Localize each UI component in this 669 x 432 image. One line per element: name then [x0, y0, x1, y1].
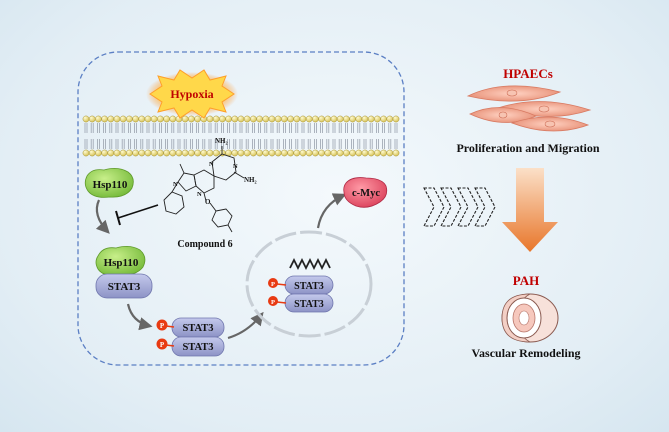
cell-boundary	[77, 51, 405, 366]
svg-text:P: P	[271, 299, 275, 306]
nuclear-stat3-top-label: STAT3	[294, 281, 324, 292]
endothelial-cells	[466, 85, 592, 132]
atom-n2: N	[233, 163, 238, 170]
hypoxia-label: Hypoxia	[170, 87, 213, 101]
phospho-marker	[268, 278, 278, 288]
chevron	[440, 187, 462, 227]
complex-hsp110-label: Hsp110	[104, 257, 139, 269]
chevron	[474, 187, 496, 227]
atom-n1: N	[209, 161, 214, 168]
phospho-stat3-top-label: STAT3	[182, 323, 213, 334]
hpaecs-title: HPAECs	[503, 66, 553, 81]
phospho-marker	[156, 319, 168, 331]
svg-text:P: P	[160, 341, 165, 349]
atom-n4: N	[197, 191, 202, 198]
arrow-hsp110-to-complex	[95, 199, 110, 234]
complex-stat3-label: STAT3	[108, 281, 141, 293]
cmyc-label: c-Myc	[352, 188, 380, 199]
atom-o: O	[205, 198, 211, 206]
pah-title: PAH	[513, 273, 539, 288]
atom-n3: N	[173, 181, 178, 188]
down-arrow	[502, 168, 558, 252]
nuclear-stat3-dimer: STAT3 STAT3 P P	[268, 275, 334, 313]
vascular-remodeling-label: Vascular Remodeling	[471, 346, 580, 360]
svg-text:P: P	[160, 322, 165, 330]
compound-name: Compound 6	[177, 239, 232, 250]
phospho-stat3-bottom-label: STAT3	[182, 342, 213, 353]
hsp110-free-label: Hsp110	[93, 179, 128, 191]
chevron	[423, 187, 445, 227]
atom-nh2-top: NH₂	[215, 137, 228, 145]
phospho-stat3-dimer: STAT3 STAT3 P P	[156, 317, 225, 357]
chevron-arrows	[423, 187, 496, 227]
compound-6-structure	[163, 146, 245, 233]
hypoxia-burst: Hypoxia	[146, 69, 238, 119]
svg-text:P: P	[271, 281, 275, 288]
compound-atom-labels: NH₂ NH₂ N N N N O	[173, 137, 257, 206]
arrow-to-cmyc	[316, 193, 347, 229]
phospho-marker	[156, 338, 168, 350]
cmyc-protein: c-Myc	[343, 177, 388, 208]
arrow-to-nucleus	[227, 311, 264, 340]
nuclear-stat3-bottom-label: STAT3	[294, 299, 324, 310]
inhibition-line	[117, 204, 159, 219]
dna-wave	[289, 257, 331, 271]
proliferation-migration-label: Proliferation and Migration	[456, 141, 599, 155]
vessel-icon	[501, 293, 559, 343]
cell-membrane	[82, 115, 400, 157]
nucleus	[245, 230, 373, 338]
arrow-to-phospho-stat3	[126, 303, 153, 331]
phospho-marker	[268, 296, 278, 306]
hsp110-stat3-complex: Hsp110 STAT3	[95, 246, 153, 299]
hsp110-free: Hsp110	[84, 168, 134, 198]
chevron	[457, 187, 479, 227]
inhibition-bar	[115, 210, 121, 226]
atom-nh2-right: NH₂	[244, 176, 257, 184]
